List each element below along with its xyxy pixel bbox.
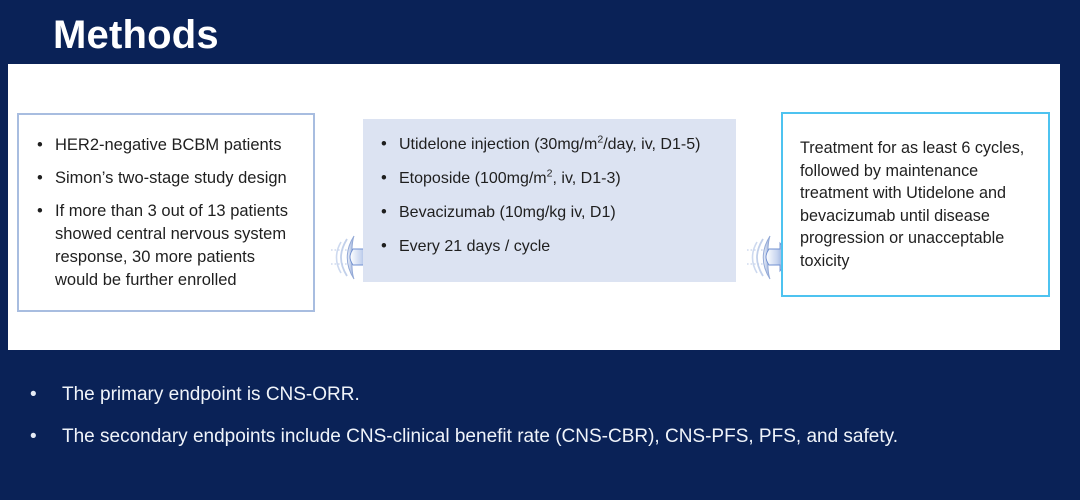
list-item-label: Simon’s two-stage study design	[55, 168, 287, 187]
bullet-dot-icon: •	[37, 168, 43, 187]
list-item-label-pre: Every 21 days / cycle	[399, 237, 551, 255]
list-item: • Utidelone injection (30mg/m2/day, iv, D…	[379, 133, 724, 156]
population-bullet-list: • HER2-negative BCBM patients • Simon’s …	[35, 134, 301, 292]
bullet-dot-icon: •	[30, 384, 37, 405]
bullet-dot-icon: •	[381, 134, 387, 153]
list-item-label: If more than 3 out of 13 patients showed…	[55, 201, 288, 289]
list-item-label-pre: Bevacizumab (10mg/kg iv, D1)	[399, 203, 616, 221]
flow-box-regimen-inner: •Utidelone injection (30mg/m2/day, iv, D…	[363, 119, 736, 282]
list-item-label: HER2-negative BCBM patients	[55, 135, 282, 154]
superscript: 2	[597, 133, 604, 146]
endpoint-label: The primary endpoint is CNS-ORR.	[62, 384, 360, 405]
endpoint-list-item: • The secondary endpoints include CNS-cl…	[30, 424, 1070, 450]
list-item: • Etoposide (100mg/m2, iv, D1-3)	[379, 167, 724, 190]
superscript: 2	[546, 167, 553, 180]
list-item: • HER2-negative BCBM patients	[35, 134, 301, 157]
endpoint-list-item: • The primary endpoint is CNS-ORR.	[30, 382, 1070, 408]
content-panel: • HER2-negative BCBM patients • Simon’s …	[8, 64, 1060, 350]
list-item: • If more than 3 out of 13 patients show…	[35, 200, 301, 292]
list-item: • Every 21 days / cycle	[379, 235, 724, 258]
list-item-label-pre: Utidelone injection (30mg/m	[399, 135, 598, 153]
bullet-dot-icon: •	[381, 202, 387, 221]
regimen-bullet-list: •Utidelone injection (30mg/m2/day, iv, D…	[379, 133, 724, 269]
bullet-dot-icon: •	[37, 201, 43, 220]
flow-box-population-inner: • HER2-negative BCBM patients • Simon’s …	[19, 115, 313, 310]
list-item: • Bevacizumab (10mg/kg iv, D1)	[379, 201, 724, 224]
maintenance-text: Treatment for as least 6 cycles, followe…	[800, 139, 1025, 270]
flow-box-maintenance: Treatment for as least 6 cycles, followe…	[781, 112, 1050, 297]
list-item: • Simon’s two-stage study design	[35, 167, 301, 190]
flow-box-population: • HER2-negative BCBM patients • Simon’s …	[17, 113, 315, 312]
list-item-label-pre: Etoposide (100mg/m	[399, 169, 547, 187]
endpoint-label: The secondary endpoints include CNS-clin…	[62, 426, 898, 447]
page-title: Methods	[53, 13, 219, 57]
bullet-dot-icon: •	[30, 426, 37, 447]
bullet-dot-icon: •	[381, 236, 387, 255]
bullet-dot-icon: •	[381, 168, 387, 187]
bullet-dot-icon: •	[37, 135, 43, 154]
list-item-label-post: /day, iv, D1-5)	[603, 135, 701, 153]
list-item-label-post: , iv, D1-3)	[552, 169, 621, 187]
flow-box-regimen: •Utidelone injection (30mg/m2/day, iv, D…	[363, 119, 736, 282]
flow-box-maintenance-inner: Treatment for as least 6 cycles, followe…	[783, 114, 1048, 295]
endpoints-section: • The primary endpoint is CNS-ORR. • The…	[0, 356, 1080, 500]
